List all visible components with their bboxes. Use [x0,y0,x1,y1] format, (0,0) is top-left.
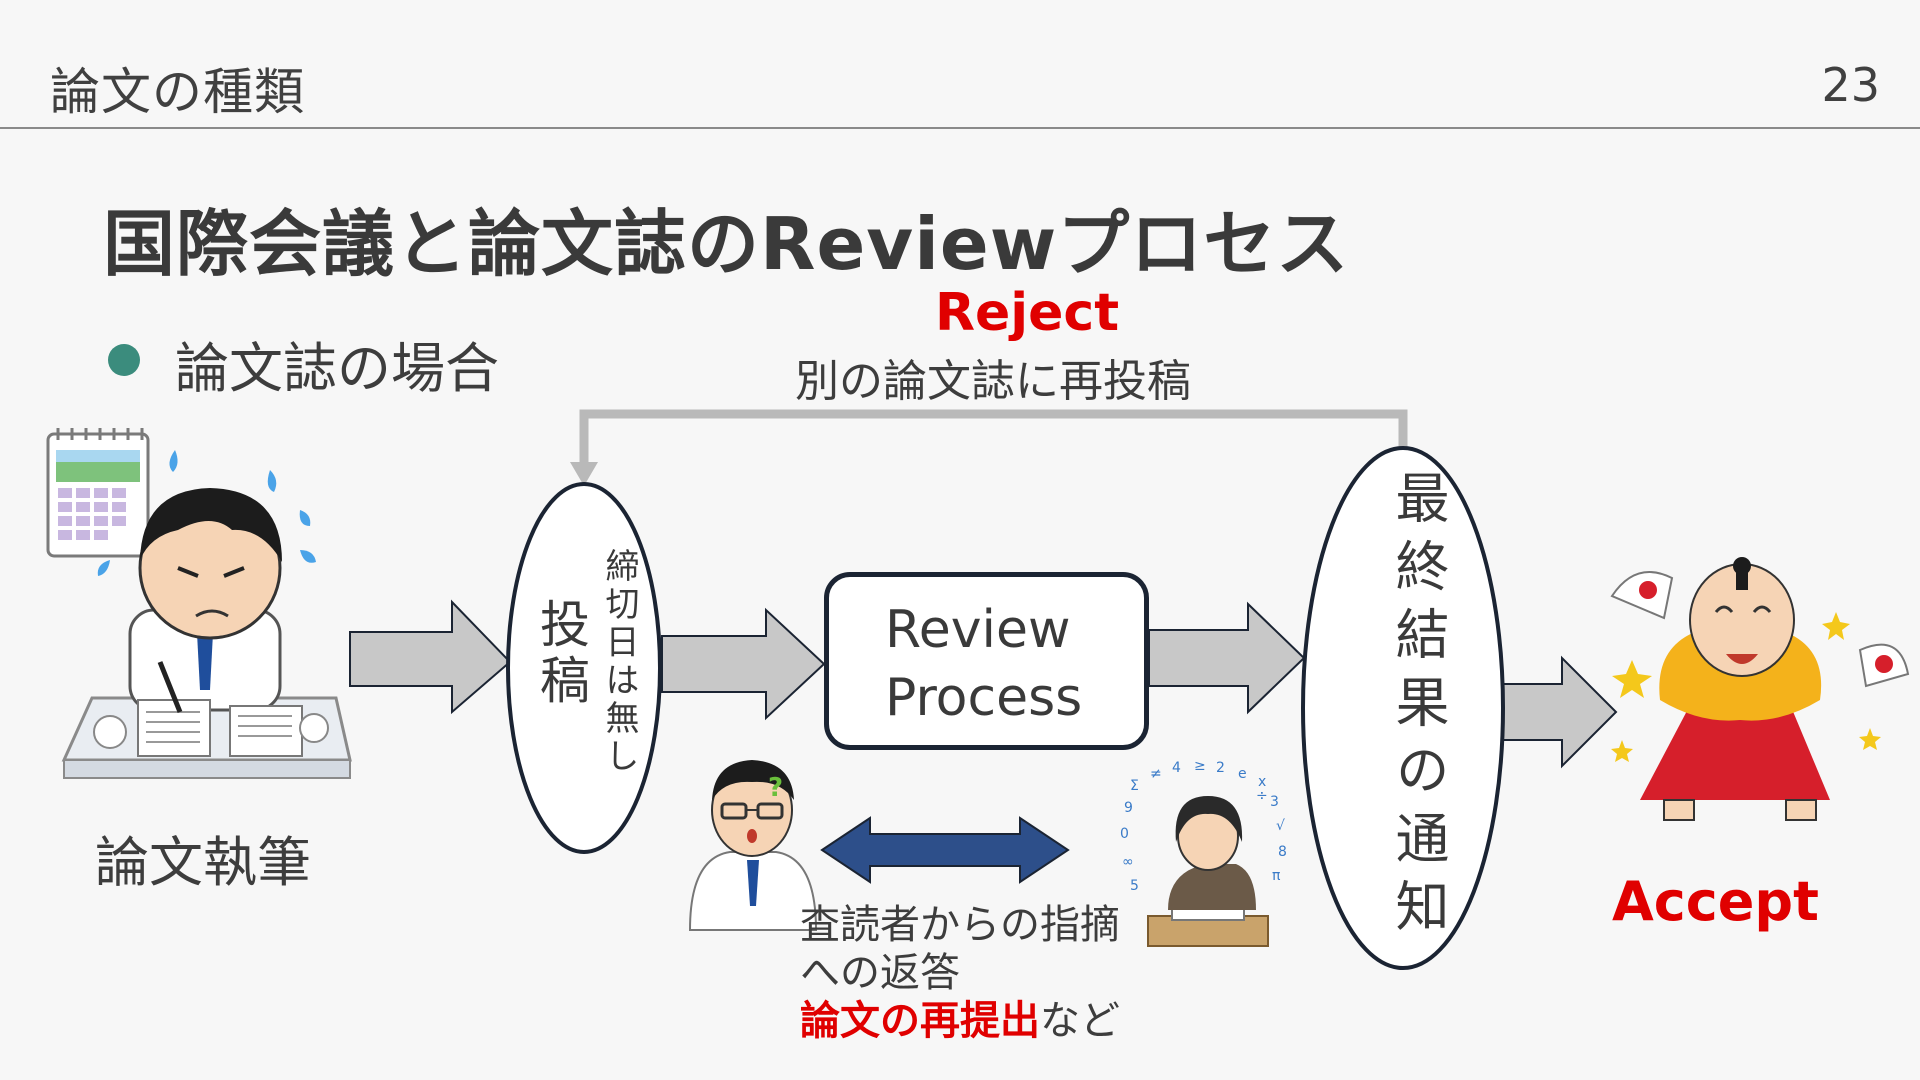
response-text-line3: 論文の再提出など [800,988,1120,1046]
svg-text:≥: ≥ [1194,758,1206,774]
svg-text:2: 2 [1216,760,1225,776]
reject-subtitle: 別の論文誌に再投稿 [795,356,1191,407]
svg-text:5: 5 [1130,878,1139,894]
svg-text:8: 8 [1278,844,1287,860]
accept-label: Accept [1612,870,1819,933]
arrow-final-to-accept [1501,655,1618,769]
reject-return-arrow [570,409,1408,486]
response-text-line2: への返答 [800,950,960,996]
submit-ellipse [506,482,662,854]
deadline-note: 締切日は無し [599,548,639,776]
svg-text:÷: ÷ [1256,788,1268,804]
svg-text:3: 3 [1270,794,1279,810]
final-notice-ellipse [1301,446,1505,970]
resubmit-highlight: 論文の再提出 [800,998,1040,1044]
arrow-review-to-final [1148,601,1306,715]
arrow-submit-to-review [661,607,826,721]
submit-label: 投稿 [532,598,590,710]
reject-label: Reject [935,283,1120,343]
svg-text:e: e [1238,766,1247,782]
page-number: 23 [1821,58,1880,112]
calendar-icon [46,428,150,558]
svg-text:4: 4 [1172,760,1181,776]
final-notice-label: 最終結果の通知 [1386,470,1449,946]
puzzled-reviewer-illustration: ? [688,760,818,931]
header-title: 論文の種類 [50,63,305,121]
review-exchange-arrow [820,816,1070,884]
svg-text:9: 9 [1124,800,1133,816]
svg-text:?: ? [768,773,783,803]
response-text-line1: 査読者からの指摘 [800,902,1120,948]
arrow-write-to-submit [349,599,512,715]
review-process-line2: Process [885,668,1083,728]
svg-text:√: √ [1276,818,1285,834]
header-divider [0,127,1920,129]
svg-text:0: 0 [1120,826,1129,842]
review-process-line1: Review [885,600,1071,660]
fan-left [1610,571,1674,620]
bullet-dot [108,344,140,376]
review-process-box [824,572,1149,750]
svg-text:∞: ∞ [1122,854,1134,870]
slide-title: 国際会議と論文誌のReviewプロセス [103,202,1350,286]
fan-right [1858,643,1910,688]
celebrating-person-illustration [1610,557,1910,821]
stressed-writer-illustration [61,450,352,779]
svg-text:x: x [1258,774,1266,790]
svg-text:π: π [1272,868,1281,884]
resubmit-suffix: など [1040,998,1120,1044]
author-writing-label: 論文執筆 [95,831,311,894]
svg-text:Σ: Σ [1130,778,1139,794]
svg-text:≠: ≠ [1150,766,1162,782]
bullet-text: 論文誌の場合 [175,337,499,400]
